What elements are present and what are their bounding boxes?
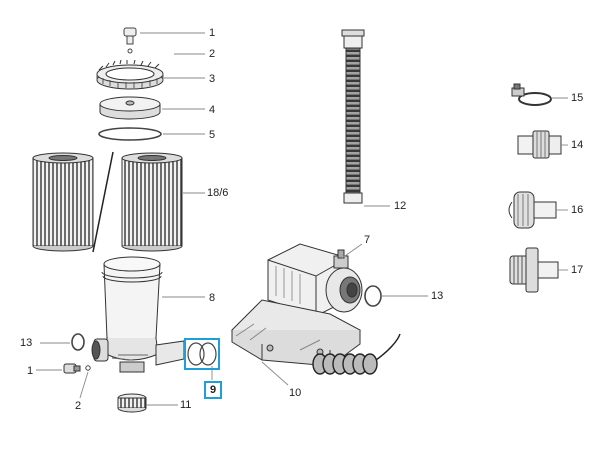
- lock-ring-part: [96, 59, 164, 90]
- label-part-13-left[interactable]: 13: [20, 337, 33, 349]
- leader-lines: [36, 32, 568, 406]
- label-part-11[interactable]: 11: [180, 399, 192, 411]
- label-part-5[interactable]: 5: [209, 129, 216, 141]
- drain-plug-part: [63, 363, 81, 374]
- assembly-line: [92, 151, 114, 253]
- hose-adapter-c-part: [509, 247, 559, 293]
- cover-o-ring-part: [98, 127, 162, 141]
- label-part-3[interactable]: 3: [209, 73, 216, 85]
- hose-adapter-b-part: [508, 191, 557, 229]
- label-part-1-top[interactable]: 1: [209, 27, 216, 39]
- label-part-15[interactable]: 15: [571, 92, 584, 104]
- filter-housing-part: [91, 256, 185, 373]
- label-part-17[interactable]: 17: [571, 264, 584, 276]
- o-ring-small-part: [127, 48, 133, 54]
- label-part-1-left[interactable]: 1: [27, 365, 34, 377]
- hose-o-ring-left-part: [71, 333, 85, 351]
- power-cord-part: [312, 333, 401, 375]
- air-release-valve-part: [123, 27, 137, 45]
- hose-clamp-part: [511, 83, 552, 106]
- drain-cap-part: [117, 393, 147, 413]
- hose-o-ring-right-part: [364, 285, 382, 307]
- part-9-highlight-box[interactable]: [184, 338, 220, 370]
- label-part-7[interactable]: 7: [364, 234, 371, 246]
- label-part-18-6[interactable]: 18/6: [207, 187, 229, 199]
- label-part-2-left[interactable]: 2: [75, 400, 82, 412]
- hose-adapter-a-part: [517, 130, 562, 159]
- label-part-12[interactable]: 12: [394, 200, 407, 212]
- pump-base-part: [231, 299, 361, 367]
- label-part-14[interactable]: 14: [571, 139, 584, 151]
- drain-o-ring-part: [85, 365, 91, 371]
- gasket-pair-part: [187, 342, 217, 366]
- label-part-16[interactable]: 16: [571, 204, 584, 216]
- part-9-label[interactable]: 9: [204, 381, 222, 399]
- filter-cartridge-left-part: [32, 152, 94, 252]
- label-part-13-right[interactable]: 13: [431, 290, 444, 302]
- pump-motor-part: [267, 243, 363, 317]
- label-part-4[interactable]: 4: [209, 104, 216, 116]
- filter-cover-part: [99, 96, 161, 120]
- label-part-8[interactable]: 8: [209, 292, 216, 304]
- label-part-2-top[interactable]: 2: [209, 48, 216, 60]
- hose-part: [341, 29, 365, 204]
- label-part-10[interactable]: 10: [289, 387, 302, 399]
- filter-cartridge-right-part: [121, 152, 183, 252]
